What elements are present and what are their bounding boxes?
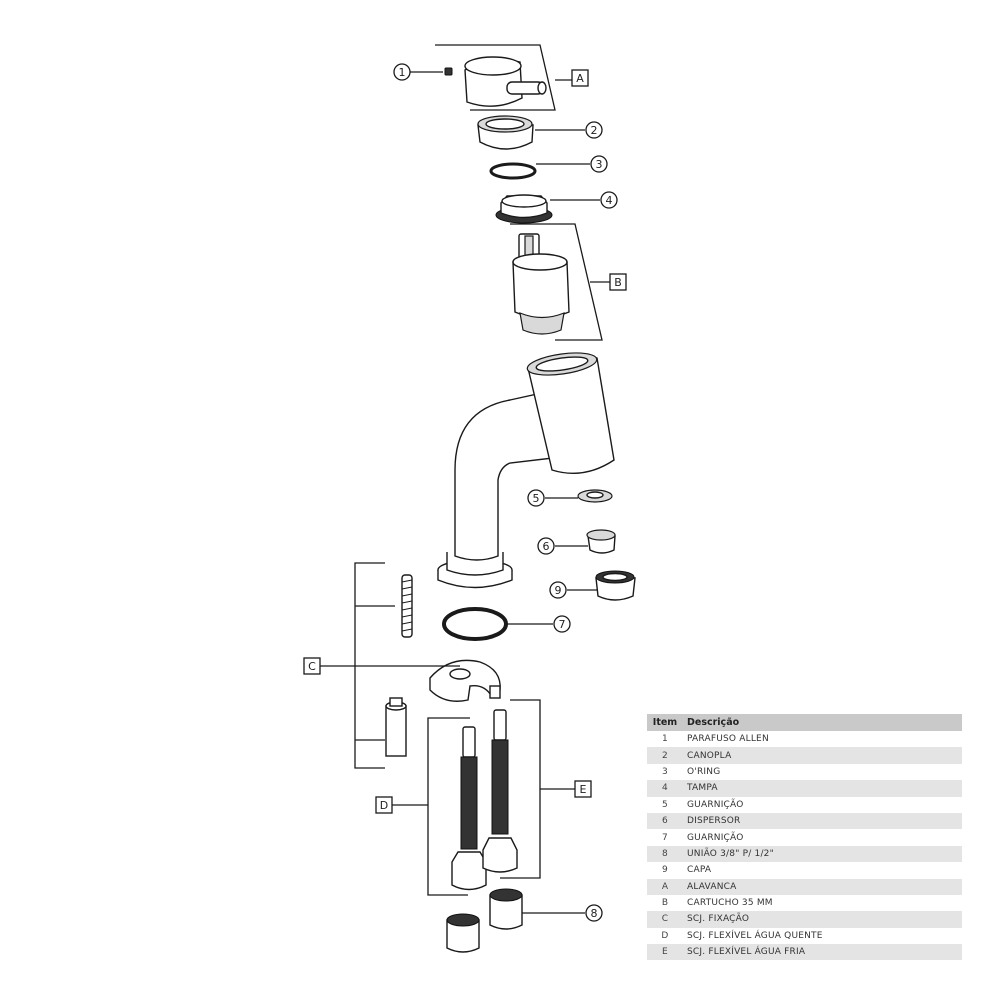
- part-dispersor: [586, 529, 616, 554]
- part-lever: [435, 44, 556, 111]
- row-description: GUARNIÇÃO: [683, 829, 962, 846]
- header-description: Descrição: [683, 714, 962, 731]
- part-capa: [595, 570, 636, 601]
- callout-box-E: E: [574, 780, 592, 798]
- svg-text:D: D: [380, 799, 388, 812]
- part-flex-hoses: [427, 699, 541, 896]
- row-description: CARTUCHO 35 MM: [683, 894, 962, 912]
- part-gasket-7: [442, 607, 508, 641]
- part-gasket-5: [577, 489, 613, 503]
- row-item: E: [647, 944, 683, 961]
- svg-text:2: 2: [591, 124, 598, 137]
- row-description: SCJ. FIXAÇÃO: [683, 911, 962, 928]
- callout-box-D: D: [375, 796, 393, 814]
- callout-3: 3: [590, 155, 608, 173]
- header-item: Item: [647, 714, 683, 731]
- row-description: SCJ. FLEXÍVEL ÁGUA QUENTE: [683, 927, 962, 945]
- row-description: TAMPA: [683, 780, 962, 797]
- callout-4: 4: [600, 191, 618, 209]
- part-cartridge: [510, 223, 603, 341]
- callout-2: 2: [585, 121, 603, 139]
- callout-box-C: C: [303, 657, 321, 675]
- svg-text:9: 9: [555, 584, 562, 597]
- part-fixation-set: [354, 562, 501, 769]
- part-allen-screw: [444, 67, 453, 76]
- row-item: 5: [647, 796, 683, 813]
- svg-text:C: C: [308, 660, 316, 673]
- svg-text:E: E: [580, 783, 587, 796]
- row-description: UNIÃO 3/8" P/ 1/2": [683, 845, 962, 863]
- row-item: 4: [647, 780, 683, 797]
- svg-text:8: 8: [591, 907, 598, 920]
- part-faucet-body: [437, 352, 615, 589]
- svg-text:5: 5: [533, 492, 540, 505]
- table-header-row: Item Descrição: [647, 714, 962, 731]
- part-canopla: [477, 115, 534, 150]
- svg-text:4: 4: [606, 194, 613, 207]
- svg-text:6: 6: [543, 540, 550, 553]
- callout-7: 7: [553, 615, 571, 633]
- row-description: SCJ. FLEXÍVEL ÁGUA FRIA: [683, 944, 962, 961]
- row-description: CANOPLA: [683, 747, 962, 764]
- row-item: 8: [647, 845, 683, 863]
- callout-box-A: A: [571, 69, 589, 87]
- row-description: CAPA: [683, 862, 962, 879]
- svg-text:1: 1: [399, 66, 406, 79]
- callout-8: 8: [585, 904, 603, 922]
- row-item: 1: [647, 731, 683, 748]
- row-description: ALAVANCA: [683, 878, 962, 895]
- row-item: 6: [647, 812, 683, 830]
- row-item: A: [647, 878, 683, 895]
- row-item: C: [647, 911, 683, 928]
- svg-text:7: 7: [559, 618, 566, 631]
- svg-text:B: B: [614, 276, 622, 289]
- row-item: 2: [647, 747, 683, 764]
- row-description: PARAFUSO ALLEN: [683, 731, 962, 748]
- row-item: 3: [647, 763, 683, 781]
- row-item: D: [647, 927, 683, 945]
- callout-6: 6: [537, 537, 555, 555]
- part-unions: [446, 888, 523, 953]
- row-item: 7: [647, 829, 683, 846]
- row-description: O'RING: [683, 763, 962, 781]
- row-item: 9: [647, 862, 683, 879]
- callout-box-B: B: [609, 273, 627, 291]
- part-oring: [489, 162, 537, 180]
- row-description: DISPERSOR: [683, 812, 962, 830]
- callout-5: 5: [527, 489, 545, 507]
- svg-text:A: A: [576, 72, 584, 85]
- callout-9: 9: [549, 581, 567, 599]
- callout-1: 1: [393, 63, 411, 81]
- row-item: B: [647, 894, 683, 912]
- part-tampa: [495, 194, 553, 224]
- svg-text:3: 3: [596, 158, 603, 171]
- row-description: GUARNIÇÃO: [683, 796, 962, 813]
